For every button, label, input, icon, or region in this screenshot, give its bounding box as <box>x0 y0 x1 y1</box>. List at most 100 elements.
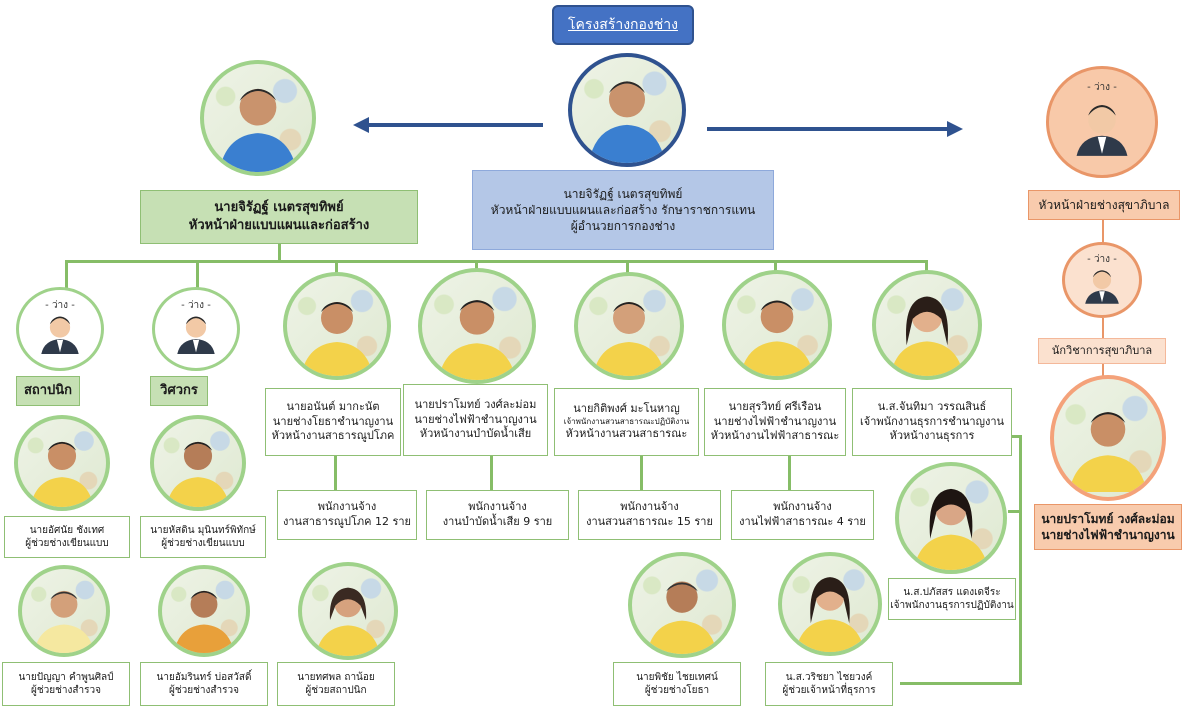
staff-label: พนักงานจ้าง <box>773 500 832 514</box>
connector-line <box>1102 318 1104 338</box>
assistant-photo <box>158 565 250 657</box>
connector-line <box>1019 435 1022 685</box>
unit-head-photo <box>283 272 391 380</box>
vacant-sanitation-scientist-avatar: - ว่าง - <box>1062 242 1142 318</box>
assistant-name: นายอัศนัย ชังเทศ <box>29 524 105 536</box>
vacant-architect-avatar: - ว่าง - <box>16 287 104 371</box>
unit-head-role: หัวหน้างานสาธารณูปโภค <box>271 429 395 443</box>
assistant-title: ผู้ช่วยสถาปนิก <box>305 685 367 696</box>
staff-label: พนักงานจ้าง <box>620 500 679 514</box>
director-photo <box>568 53 686 167</box>
assistant-name: นายอัมรินทร์ บ่อสวัสดิ์ <box>156 671 252 683</box>
vacant-engineer-avatar: - ว่าง - <box>152 287 240 371</box>
connector-line <box>788 456 791 490</box>
unit-head-title: เจ้าพนักงานธุรการชำนาญงาน <box>859 414 1005 428</box>
sanitation-tech-photo <box>1050 375 1166 501</box>
admin-staff-photo <box>895 462 1007 574</box>
assistant-box: นายทศพล ถาน้อย ผู้ช่วยสถาปนิก <box>277 662 395 706</box>
unit-head-box: นายอนันต์ มากะนัต นายช่างโยธาชำนาญงาน หั… <box>265 388 401 456</box>
assistant-photo <box>18 565 110 657</box>
connector-line <box>1008 510 1022 513</box>
assistant-box: นายหัสดิน มุนินทร์พิทักษ์ ผู้ช่วยช่างเขี… <box>140 516 266 558</box>
admin-staff-title: เจ้าพนักงานธุรการปฏิบัติงาน <box>890 600 1014 611</box>
admin-staff-box: น.ส.วริชยา ไชยวงค์ ผู้ช่วยเจ้าหน้าที่ธุร… <box>765 662 893 706</box>
admin-staff-name: น.ส.วริชยา ไชยวงค์ <box>785 671 873 683</box>
admin-staff-photo <box>778 552 882 656</box>
connector-line <box>774 260 777 274</box>
unit-head-box: นายกิติพงศ์ มะโนหาญ เจ้าพนักงานสวนสาธารณ… <box>554 388 699 456</box>
staff-label: พนักงานจ้าง <box>317 500 377 514</box>
admin-staff-title: ผู้ช่วยช่างโยธา <box>644 685 710 696</box>
connector-line <box>278 244 281 260</box>
admin-staff-box: น.ส.ปภัสสร แดงเดจีระ เจ้าพนักงานธุรการปฏ… <box>888 578 1016 620</box>
connector-line <box>1102 364 1104 376</box>
sanitation-scientist-box: นักวิชาการสุขาภิบาล <box>1038 338 1166 364</box>
engineer-label: วิศวกร <box>150 376 208 406</box>
unit-head-box: นายปราโมทย์ วงศ์ละม่อม นายช่างไฟฟ้าชำนาญ… <box>403 384 548 456</box>
assistant-name: นายหัสดิน มุนินทร์พิทักษ์ <box>150 524 256 536</box>
connector-line <box>640 456 643 490</box>
staff-box: พนักงานจ้าง งานสาธารณูปโภค 12 ราย <box>277 490 417 540</box>
connector-line <box>65 260 68 290</box>
staff-desc: งานไฟฟ้าสาธารณะ 4 ราย <box>739 515 866 528</box>
direction-arrows <box>353 117 963 137</box>
design-head-name: นายจิรัฏฐ์ เนตรสุขทิพย์ <box>214 200 344 216</box>
unit-head-name: นายอนันต์ มากะนัต <box>286 399 380 413</box>
director-box: นายจิรัฏฐ์ เนตรสุขทิพย์ หัวหน้าฝ่ายแบบแผ… <box>472 170 774 250</box>
staff-desc: งานสวนสาธารณะ 15 ราย <box>586 515 713 528</box>
unit-head-title: นายช่างโยธาชำนาญงาน <box>272 414 394 428</box>
design-head-title: หัวหน้าฝ่ายแบบแผนและก่อสร้าง <box>188 218 370 233</box>
architect-label: สถาปนิก <box>16 376 80 406</box>
unit-head-box: น.ส.จันทิมา วรรณสินธ์ เจ้าพนักงานธุรการช… <box>852 388 1012 456</box>
assistant-title: ผู้ช่วยช่างสำรวจ <box>31 685 101 696</box>
assistant-box: นายปัญญา คำพูนศิลป์ ผู้ช่วยช่างสำรวจ <box>2 662 130 706</box>
unit-head-photo <box>418 268 536 384</box>
director-title-2: ผู้อำนวยการกองช่าง <box>570 219 676 234</box>
assistant-title: ผู้ช่วยช่างเขียนแบบ <box>25 538 109 549</box>
connector-line <box>900 682 1022 685</box>
assistant-box: นายอัมรินทร์ บ่อสวัสดิ์ ผู้ช่วยช่างสำรวจ <box>140 662 268 706</box>
unit-head-photo <box>872 270 982 380</box>
admin-staff-title: ผู้ช่วยเจ้าหน้าที่ธุรการ <box>782 685 876 696</box>
unit-head-photo <box>574 272 684 380</box>
assistant-photo <box>298 562 398 660</box>
staff-box: พนักงานจ้าง งานไฟฟ้าสาธารณะ 4 ราย <box>731 490 874 540</box>
staff-label: พนักงานจ้าง <box>468 500 527 514</box>
assistant-box: นายอัศนัย ชังเทศ ผู้ช่วยช่างเขียนแบบ <box>4 516 130 558</box>
assistant-title: ผู้ช่วยช่างสำรวจ <box>169 685 239 696</box>
connector-line <box>490 456 493 490</box>
unit-head-box: นายสุรวิทย์ ศรีเรือน นายช่างไฟฟ้าชำนาญงา… <box>704 388 846 456</box>
connector-line <box>925 260 928 274</box>
design-head-photo <box>200 60 316 176</box>
sanitation-tech-title: นายช่างไฟฟ้าชำนาญงาน <box>1041 528 1175 542</box>
unit-head-role: หัวหน้างานธุรการ <box>889 429 975 443</box>
page-title: โครงสร้างกองช่าง <box>552 5 694 45</box>
connector-line <box>65 260 927 263</box>
unit-head-role: หัวหน้างานไฟฟ้าสาธารณะ <box>710 429 840 443</box>
staff-box: พนักงานจ้าง งานสวนสาธารณะ 15 ราย <box>578 490 721 540</box>
staff-desc: งานสาธารณูปโภค 12 ราย <box>283 515 411 528</box>
assistant-name: นายปัญญา คำพูนศิลป์ <box>18 671 114 683</box>
connector-line <box>1012 435 1022 438</box>
staff-desc: งานบำบัดน้ำเสีย 9 ราย <box>442 515 553 528</box>
connector-line <box>475 260 478 270</box>
assistant-title: ผู้ช่วยช่างเขียนแบบ <box>161 538 245 549</box>
assistant-photo <box>14 415 110 511</box>
admin-staff-name: นายพิชัย ไชยเทศน์ <box>636 671 718 683</box>
unit-head-role: หัวหน้างานบำบัดน้ำเสีย <box>419 427 532 441</box>
unit-head-photo <box>722 270 832 380</box>
connector-line <box>334 456 337 490</box>
assistant-photo <box>150 415 246 511</box>
sanitation-head-box: หัวหน้าฝ่ายช่างสุขาภิบาล <box>1028 190 1180 220</box>
assistant-name: นายทศพล ถาน้อย <box>297 671 375 683</box>
staff-box: พนักงานจ้าง งานบำบัดน้ำเสีย 9 ราย <box>426 490 569 540</box>
design-head-box: นายจิรัฏฐ์ เนตรสุขทิพย์ หัวหน้าฝ่ายแบบแผ… <box>140 190 418 244</box>
director-title: หัวหน้าฝ่ายแบบแผนและก่อสร้าง รักษาราชการ… <box>490 202 756 217</box>
unit-head-title: นายช่างไฟฟ้าชำนาญงาน <box>414 412 537 426</box>
sanitation-tech-name: นายปราโมทย์ วงศ์ละม่อม <box>1041 511 1175 526</box>
unit-head-name: น.ส.จันทิมา วรรณสินธ์ <box>877 399 987 413</box>
connector-line <box>626 260 629 274</box>
unit-head-title: นายช่างไฟฟ้าชำนาญงาน <box>713 414 837 428</box>
connector-line <box>1102 220 1104 244</box>
unit-head-name: นายสุรวิทย์ ศรีเรือน <box>728 399 822 413</box>
